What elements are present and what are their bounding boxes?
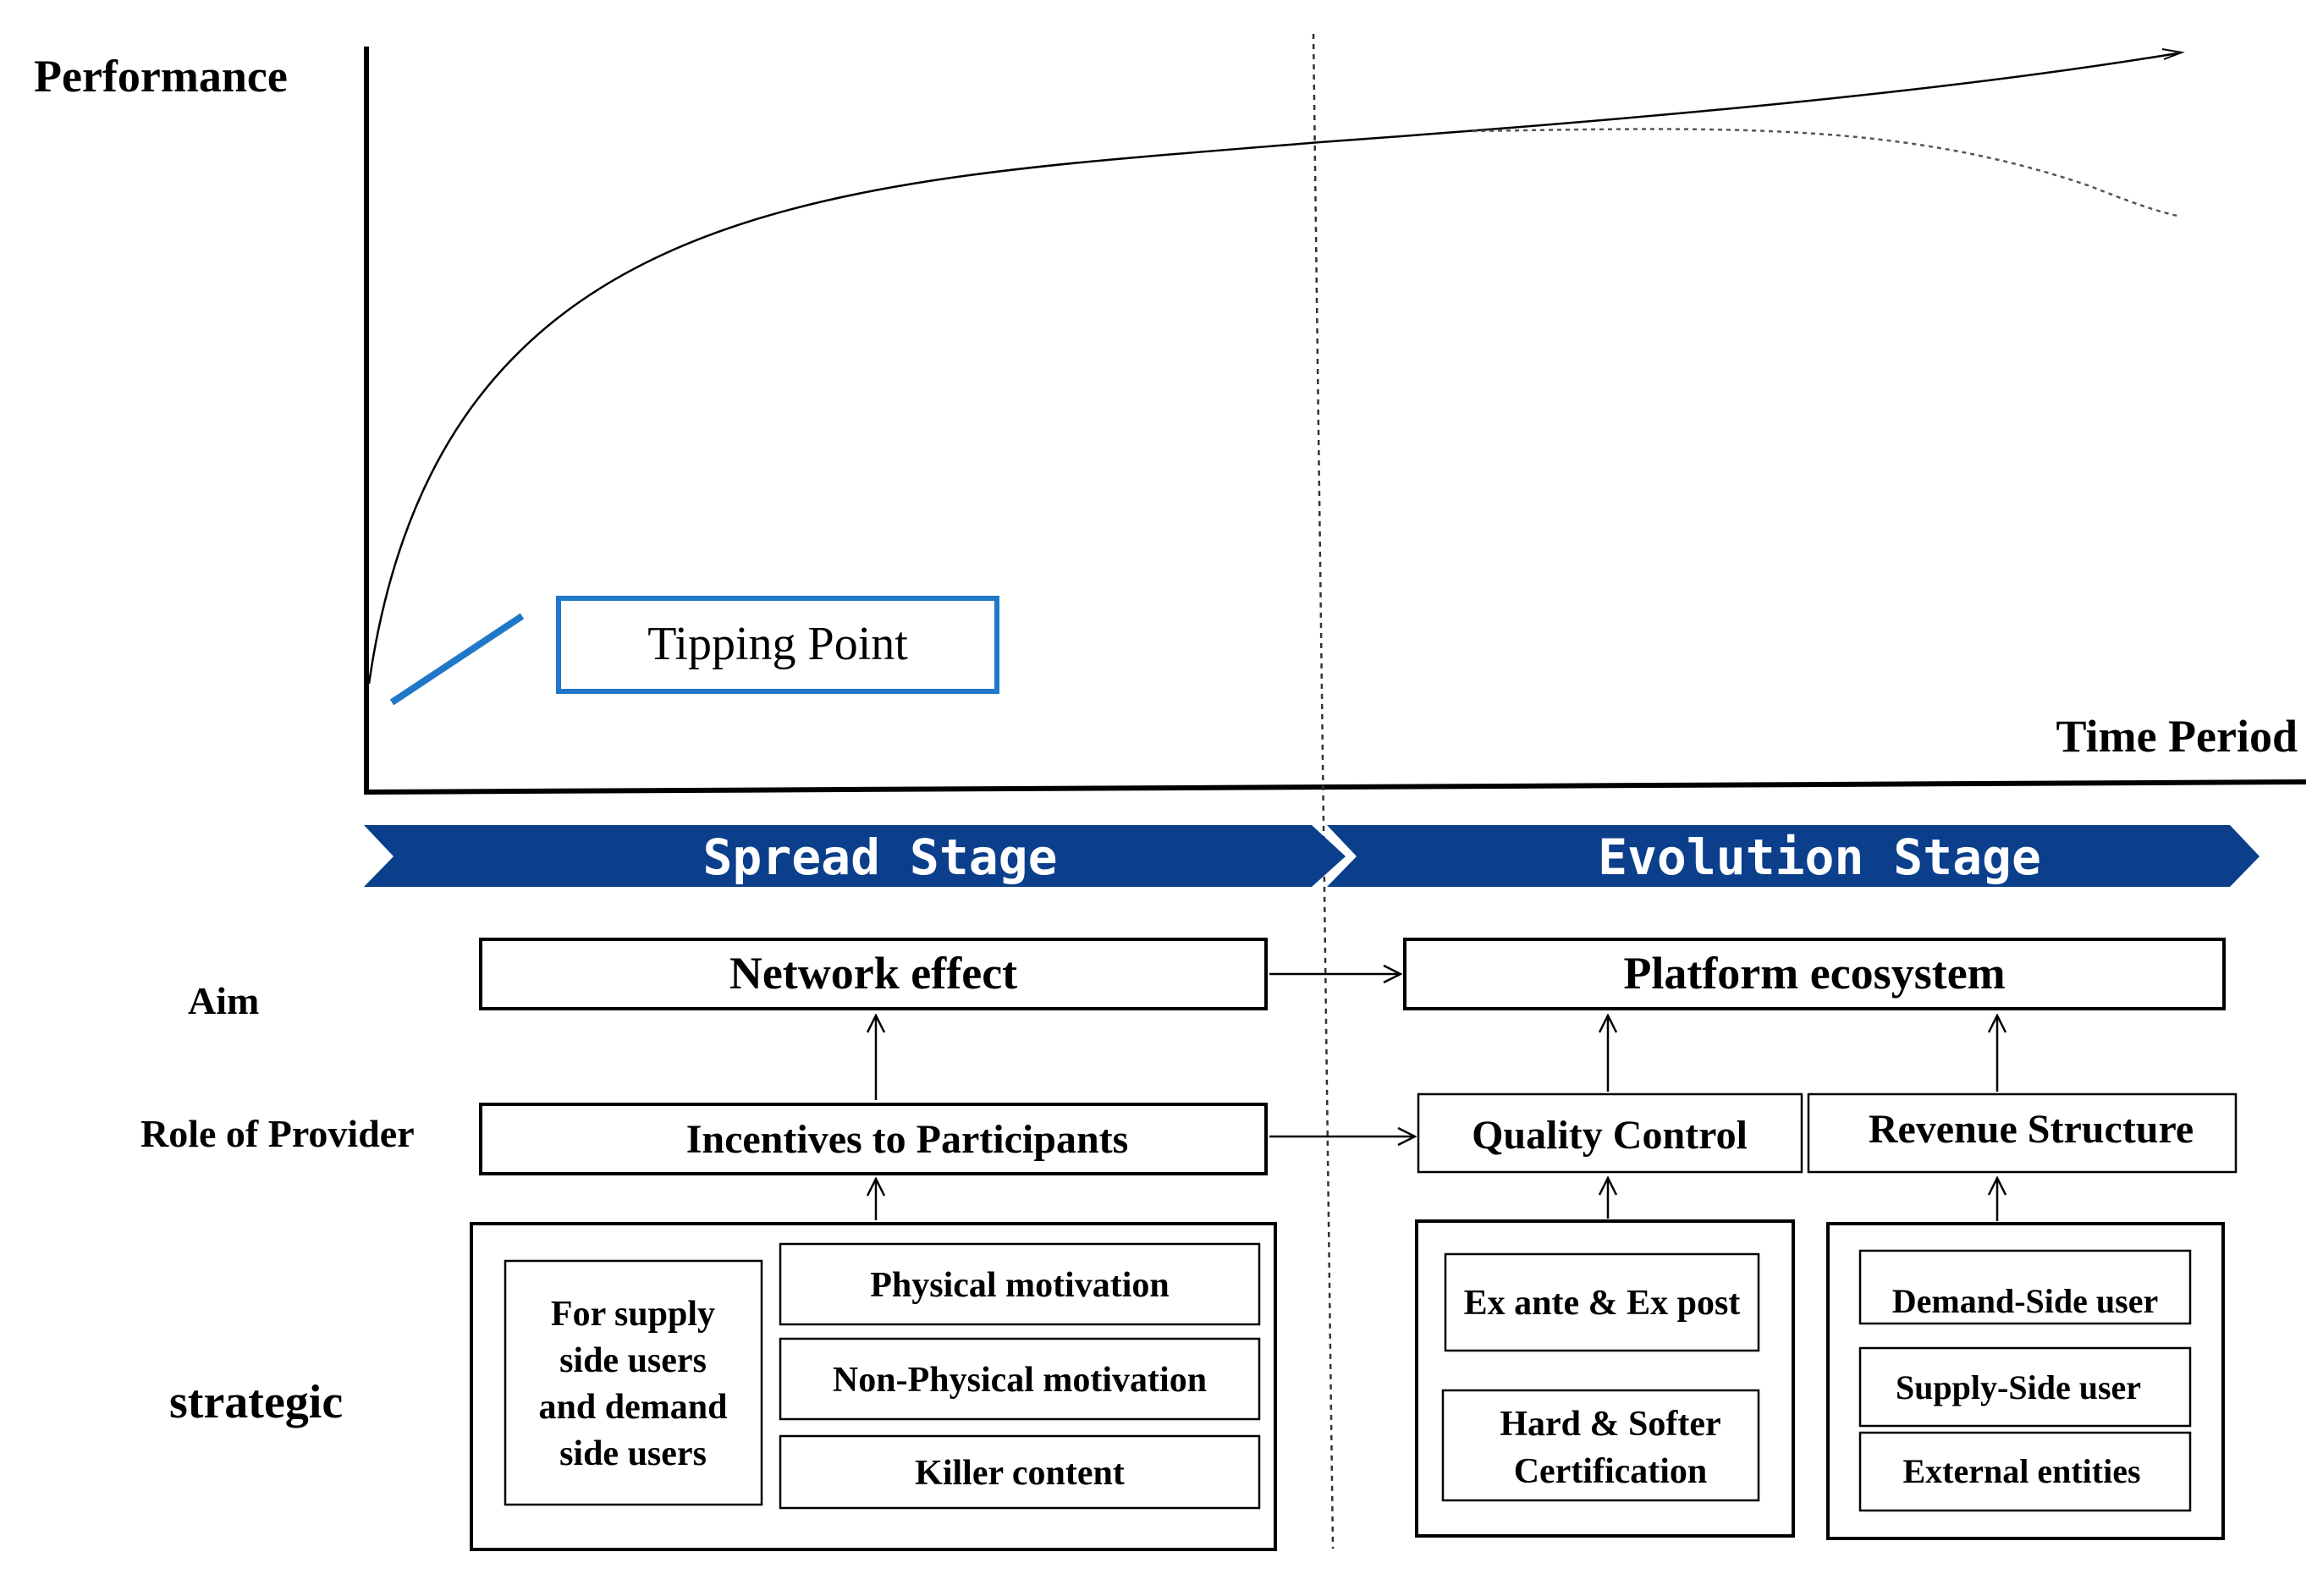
performance-decline-curve [1472, 128, 2178, 217]
tipping-pointer [389, 613, 525, 706]
non-physical-motivation-box [779, 1337, 1261, 1421]
x-axis [363, 779, 2307, 795]
connector-arrows [876, 974, 1997, 1221]
performance-graph: Performance Time Period Tipping Point [34, 47, 2307, 795]
external-entities-label: External entities [1902, 1452, 2140, 1490]
incentives-label: Incentives to Participants [686, 1117, 1129, 1162]
quality-control-label: Quality Control [1472, 1113, 1748, 1158]
users-box [504, 1259, 763, 1506]
incentives-box [479, 1103, 1268, 1175]
ex-ante-label: Ex ante & Ex post [1464, 1284, 1741, 1323]
ex-ante-box [1444, 1252, 1760, 1352]
performance-curve [367, 52, 2178, 685]
platform-ecosystem-label: Platform ecosystem [1623, 948, 2005, 999]
certification-box [1441, 1389, 1760, 1502]
row-label-strategic: strategic [169, 1376, 343, 1428]
external-entities-box [1858, 1431, 2192, 1512]
non-physical-motivation-label: Non-Physical motivation [833, 1361, 1207, 1400]
quality-control-box [1417, 1092, 1803, 1174]
curve-end-arrow [2161, 48, 2185, 60]
y-axis-label: Performance [34, 51, 288, 102]
certification-label-line: Certification [1514, 1452, 1708, 1491]
revenue-structure-label: Revenue Structure [1869, 1107, 2194, 1152]
network-effect-label: Network effect [729, 948, 1017, 999]
evolution-stage-label: Evolution Stage [1598, 828, 2041, 886]
network-effect-box [479, 938, 1268, 1010]
tipping-point-box [556, 596, 999, 694]
row-label-aim: Aim [188, 979, 259, 1022]
physical-motivation-label: Physical motivation [870, 1266, 1170, 1305]
stage-divider [1312, 33, 1335, 1549]
certification-label-line: Hard & Softer [1500, 1405, 1720, 1444]
users-label-line: and demand [539, 1388, 728, 1427]
physical-motivation-box [779, 1242, 1261, 1326]
spread-column: Network effect Incentives to Participant… [470, 938, 1277, 1551]
row-label-role: Role of Provider [140, 1112, 415, 1155]
killer-content-box [779, 1434, 1261, 1510]
evolution-column: Platform ecosystem Quality Control Reven… [1403, 938, 2238, 1540]
tipping-point-label: Tipping Point [647, 618, 908, 670]
demand-side-box [1858, 1249, 2192, 1325]
demand-side-label: Demand-Side user [1892, 1282, 2158, 1320]
spread-stage-label: Spread Stage [702, 828, 1057, 886]
x-axis-label: Time Period [2056, 711, 2298, 762]
spread-stage-banner [364, 825, 1346, 887]
platform-ecosystem-box [1403, 938, 2226, 1010]
stage-banner: Spread Stage Evolution Stage [364, 825, 2260, 887]
killer-content-label: Killer content [915, 1454, 1125, 1493]
revenue-structure-box [1807, 1092, 2238, 1174]
users-label-line: For supply [551, 1295, 715, 1334]
users-label-line: side users [559, 1341, 707, 1380]
evolution-stage-banner [1327, 825, 2260, 887]
supply-side-label: Supply-Side user [1896, 1368, 2141, 1406]
supply-side-box [1858, 1346, 2192, 1428]
users-label-line: side users [559, 1434, 707, 1473]
